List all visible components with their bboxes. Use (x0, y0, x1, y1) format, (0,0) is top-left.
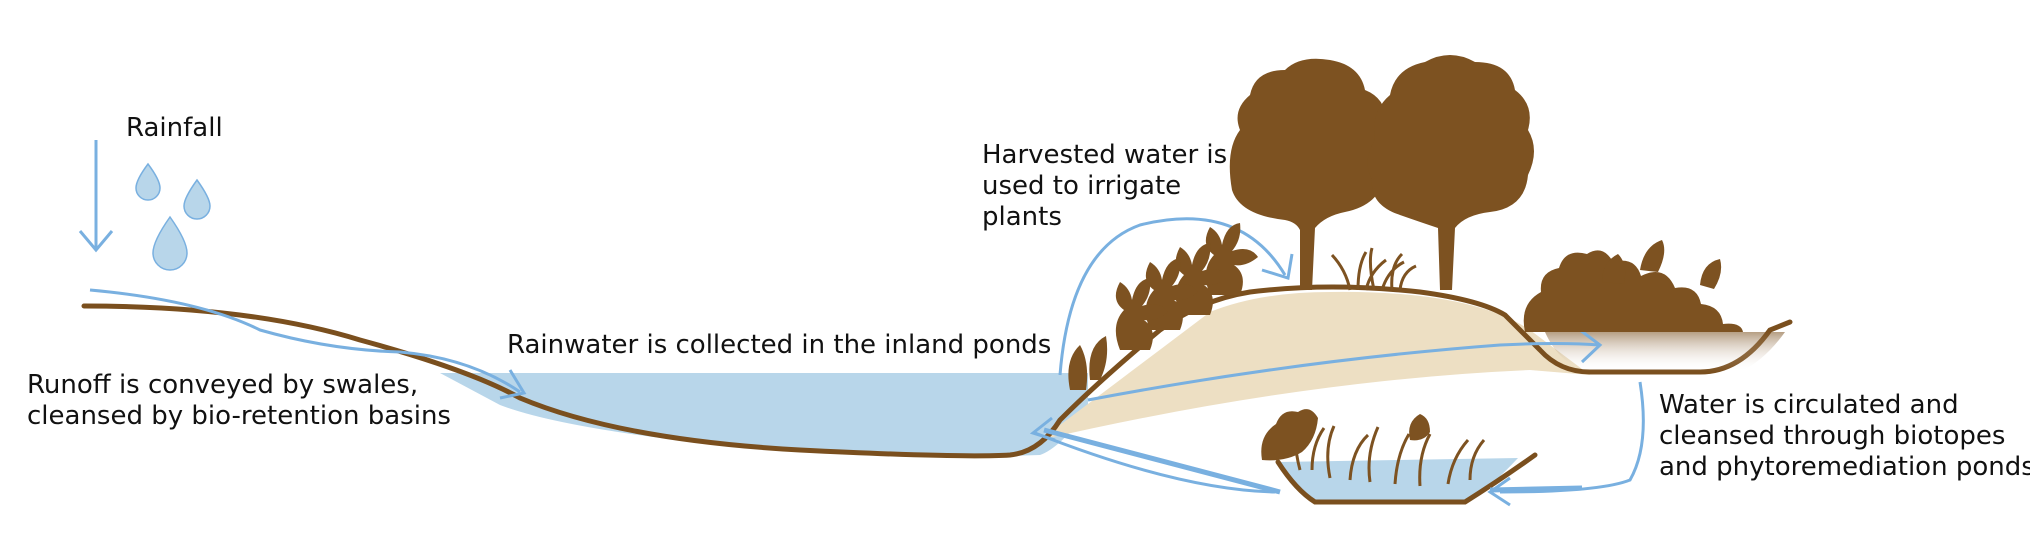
inland-ponds-label-text: Rainwater is collected in the inland pon… (507, 330, 1052, 360)
rainfall-label-text: Rainfall (126, 113, 223, 143)
harvested-label-line-3: plants (982, 202, 1062, 232)
biotope-pond-water (1545, 332, 1785, 372)
water-drop-icon (135, 162, 211, 271)
circulation-label: Water is circulated and cleansed through… (1659, 390, 2030, 483)
rain-arrow-icon (78, 140, 114, 253)
shrub-icon (1068, 223, 1258, 390)
harvested-label-line-2: used to irrigate (982, 171, 1182, 201)
pond-arrow-shaft (1043, 427, 1281, 495)
sand-berm (1040, 291, 1590, 440)
harvested-label-line-1: Harvested water is (982, 140, 1228, 170)
runoff-label: Runoff is conveyed by swales, cleansed b… (27, 370, 451, 432)
circulation-label-line-1: Water is circulated and (1659, 390, 1959, 420)
runoff-label-line-2: cleansed by bio-retention basins (27, 401, 451, 431)
tree-icon (1229, 55, 1534, 290)
runoff-label-line-1: Runoff is conveyed by swales, (27, 370, 419, 400)
shrub-icon (1523, 240, 1743, 332)
circulation-label-line-2: cleansed through biotopes (1659, 421, 2006, 451)
inland-pond-water (440, 373, 1088, 457)
rainfall-group (78, 140, 211, 271)
return-arrow-shaft (1489, 485, 1583, 493)
harvested-water-label: Harvested water is used to irrigate plan… (982, 140, 1227, 233)
shrub-icon (1261, 409, 1430, 461)
phytoremediation-pond-water (1278, 458, 1518, 502)
rainfall-label: Rainfall (126, 113, 223, 144)
phytoremediation-pond-bed (1275, 452, 1538, 505)
circulation-label-line-3: and phytoremediation ponds (1659, 452, 2030, 482)
inland-ponds-label: Rainwater is collected in the inland pon… (507, 330, 1051, 361)
grass-icon (1330, 247, 1417, 291)
